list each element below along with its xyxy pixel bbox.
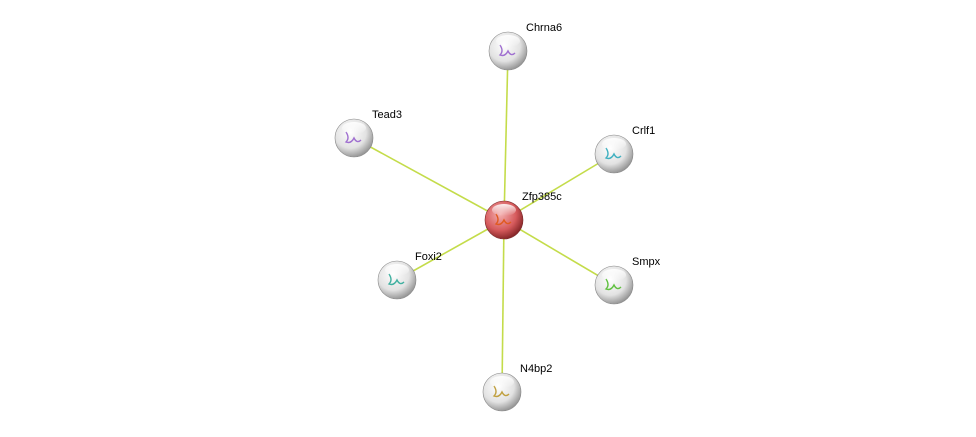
edge-zfp385c-smpx[interactable] [503, 219, 615, 286]
node-label-chrna6: Chrna6 [526, 22, 563, 34]
edge-zfp385c-n4bp2[interactable] [501, 219, 505, 393]
protein-structure-icon [494, 213, 512, 226]
protein-structure-icon [344, 131, 362, 144]
protein-structure-icon [498, 44, 516, 57]
edge-zfp385c-foxi2[interactable] [396, 219, 505, 281]
node-label-zfp385c: Zfp385c [522, 191, 562, 203]
node-tead3[interactable] [334, 118, 374, 158]
protein-structure-icon [604, 278, 622, 291]
node-label-crlf1: Crlf1 [632, 125, 656, 137]
protein-structure-icon [604, 147, 622, 160]
node-label-foxi2: Foxi2 [415, 251, 442, 263]
node-foxi2[interactable] [377, 260, 417, 300]
edge-zfp385c-chrna6[interactable] [503, 50, 509, 221]
node-crlf1[interactable] [594, 134, 634, 174]
edge-zfp385c-tead3[interactable] [353, 137, 505, 221]
node-smpx[interactable] [594, 265, 634, 305]
node-zfp385c[interactable] [484, 200, 524, 240]
node-n4bp2[interactable] [482, 372, 522, 412]
edge-zfp385c-crlf1[interactable] [503, 153, 615, 221]
node-label-tead3: Tead3 [372, 109, 402, 121]
node-chrna6[interactable] [488, 31, 528, 71]
protein-structure-icon [492, 385, 510, 398]
node-label-smpx: Smpx [632, 256, 661, 268]
protein-structure-icon [387, 273, 405, 286]
node-label-n4bp2: N4bp2 [520, 363, 553, 375]
